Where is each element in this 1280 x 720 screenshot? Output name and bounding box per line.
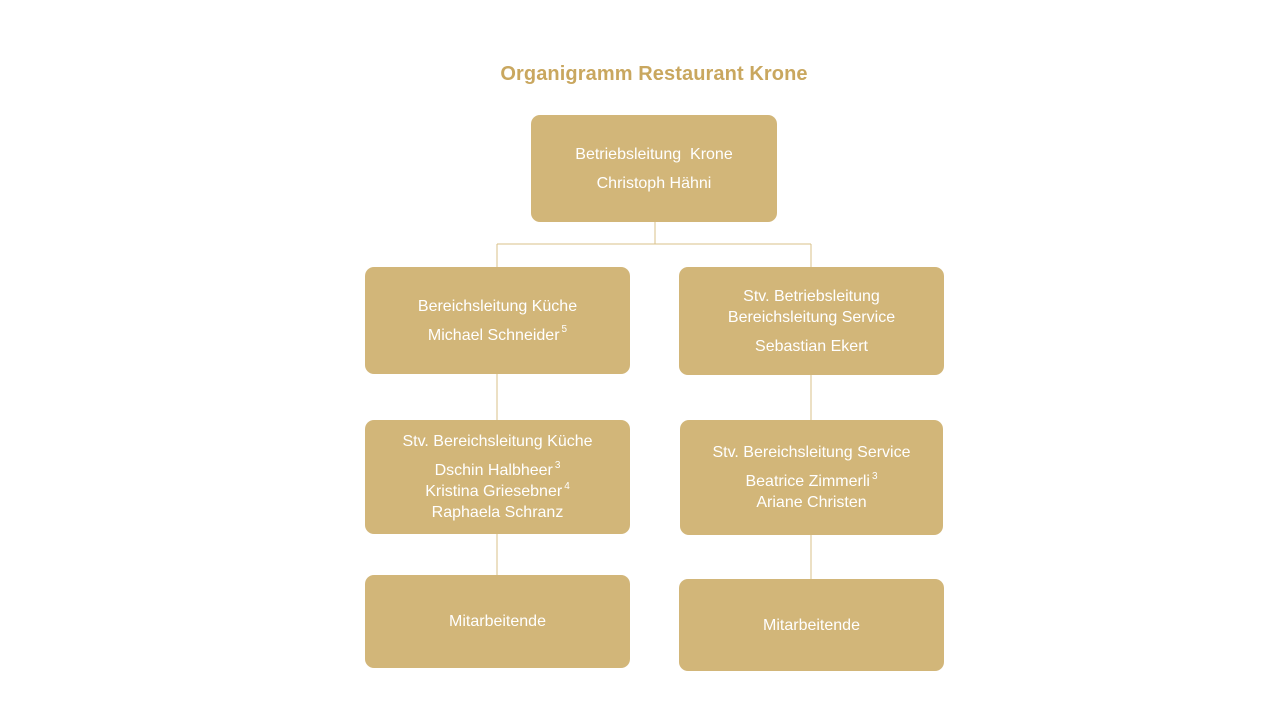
node-person: Ariane Christen [756, 494, 867, 511]
node-person: Raphaela Schranz [431, 504, 564, 521]
node-person-line: Ariane Christen [756, 492, 866, 513]
node-mitarbeitende-service: Mitarbeitende [679, 579, 944, 671]
footnote-marker: 3 [554, 459, 561, 471]
node-betriebsleitung: Betriebsleitung Krone Christoph Hähni [531, 115, 777, 222]
node-stv-bereichsleitung-kueche: Stv. Bereichsleitung Küche Dschin Halbhe… [365, 420, 630, 534]
footnote-marker: 5 [561, 324, 568, 336]
node-person-line: Raphaela Schranz [432, 502, 564, 523]
chart-title: Organigramm Restaurant Krone [500, 63, 808, 85]
node-bereichsleitung-service: Stv. Betriebsleitung Bereichsleitung Ser… [679, 267, 944, 375]
node-role: Stv. Bereichsleitung Service [712, 444, 911, 461]
node-role-line-1: Stv. Betriebsleitung [743, 287, 880, 305]
node-role: Betriebsleitung Krone [575, 145, 733, 163]
node-person: Dschin Halbheer [434, 462, 553, 479]
node-person: Beatrice Zimmerli [745, 473, 870, 490]
node-mitarbeitende-kueche: Mitarbeitende [365, 575, 630, 668]
node-label: Mitarbeitende [763, 616, 860, 634]
footnote-marker: 3 [871, 470, 878, 482]
node-role: Bereichsleitung Küche [417, 297, 578, 315]
node-label: Mitarbeitende [449, 613, 546, 630]
node-role-line-2: Bereichsleitung Service [727, 308, 896, 326]
node-stv-bereichsleitung-service: Stv. Bereichsleitung Service Beatrice Zi… [680, 420, 943, 535]
node-person: Kristina Griesebner [425, 483, 563, 500]
node-person: Sebastian Ekert [755, 337, 868, 355]
node-person: Michael Schneider [427, 326, 560, 344]
node-person: Christoph Hähni [596, 174, 712, 192]
footnote-marker: 4 [564, 480, 570, 492]
node-role: Stv. Bereichsleitung Küche [402, 433, 593, 450]
